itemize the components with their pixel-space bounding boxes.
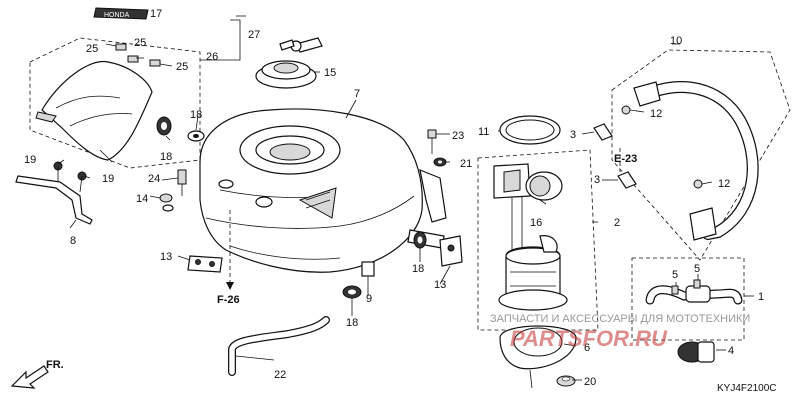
filter-group-outline [631, 257, 745, 341]
label-19-a: 19 [24, 154, 36, 166]
label-13-b: 13 [434, 279, 446, 291]
fuel-pump-group-outline [477, 149, 599, 331]
front-arrow: FR. [10, 359, 64, 389]
fuel-tank [199, 108, 447, 273]
label-18-c: 18 [412, 263, 424, 275]
label-5-b: 5 [694, 263, 700, 275]
bracket-8 [15, 161, 93, 225]
label-7: 7 [354, 88, 360, 100]
label-3-a: 3 [570, 129, 576, 141]
label-12-a: 12 [650, 108, 662, 120]
bracket-13-left [187, 255, 223, 273]
label-3-b: 3 [594, 174, 600, 186]
pad-9 [361, 261, 375, 277]
decal-17: HONDA [93, 7, 149, 20]
connector-4 [677, 341, 715, 363]
label-18-d: 18 [346, 317, 358, 329]
clips-25 [115, 43, 161, 67]
clips-3 [593, 123, 637, 189]
part-labels: 17 27 26 25 25 25 15 7 18 18 19 19 8 24 … [24, 8, 764, 388]
label-25-a: 25 [86, 43, 98, 55]
front-label: FR. [46, 359, 64, 371]
label-19-b: 19 [102, 173, 114, 185]
grommets-lower [342, 231, 427, 299]
bolt-23 [427, 129, 447, 167]
label-18-b: 18 [190, 109, 202, 121]
label-16: 16 [530, 217, 542, 229]
label-11: 11 [478, 126, 489, 138]
fuel-filter-1 [645, 279, 743, 305]
fuel-hose-10 [621, 81, 759, 241]
label-1: 1 [758, 291, 764, 303]
label-27: 27 [248, 29, 260, 41]
label-14: 14 [136, 193, 148, 205]
figure-code: KYJ4F2100C [717, 383, 776, 394]
group-outlines [29, 19, 791, 341]
label-23: 23 [452, 130, 464, 142]
reference-labels: E-23 F-26 [217, 153, 637, 306]
fuel-pump [493, 163, 568, 311]
label-6: 6 [584, 342, 590, 354]
label-10: 10 [670, 35, 682, 47]
watermark-site: PARTSFOR.RU [510, 326, 668, 351]
hose-group-outline [611, 49, 791, 261]
ref-f26: F-26 [217, 294, 240, 306]
grommets-left [156, 116, 205, 142]
fuel-cap [255, 37, 323, 89]
label-13-a: 13 [160, 251, 172, 263]
label-25-b: 25 [134, 37, 146, 49]
label-18-a: 18 [160, 151, 172, 163]
svg-text:HONDA: HONDA [104, 12, 130, 19]
leader-lines [57, 15, 754, 381]
label-26: 26 [206, 51, 218, 63]
label-17: 17 [150, 8, 162, 20]
bolts-24-14 [159, 169, 187, 212]
top-shroud [35, 60, 153, 163]
bracket-13-right [439, 235, 463, 267]
label-24: 24 [148, 173, 160, 185]
label-21: 21 [460, 158, 472, 170]
label-22: 22 [274, 369, 286, 381]
label-25-c: 25 [176, 61, 188, 73]
label-12-b: 12 [718, 178, 730, 190]
seal-ring-11 [499, 115, 561, 145]
label-5-a: 5 [672, 269, 678, 281]
nut-20 [556, 375, 576, 387]
label-9: 9 [366, 293, 372, 305]
watermark-caption: ЗАПЧАСТИ И АКСЕССУАРЫ ДЛЯ МОТОТЕХНИКИ [490, 313, 750, 325]
label-8: 8 [70, 235, 76, 247]
watermark: ЗАПЧАСТИ И АКСЕССУАРЫ ДЛЯ МОТОТЕХНИКИ PA… [490, 313, 750, 351]
gasket-6 [499, 325, 577, 389]
label-15: 15 [324, 67, 336, 79]
label-4: 4 [728, 345, 734, 357]
label-2: 2 [614, 217, 620, 229]
label-20: 20 [584, 376, 596, 388]
drain-tube-22 [228, 316, 330, 376]
ref-e23: E-23 [614, 153, 637, 165]
